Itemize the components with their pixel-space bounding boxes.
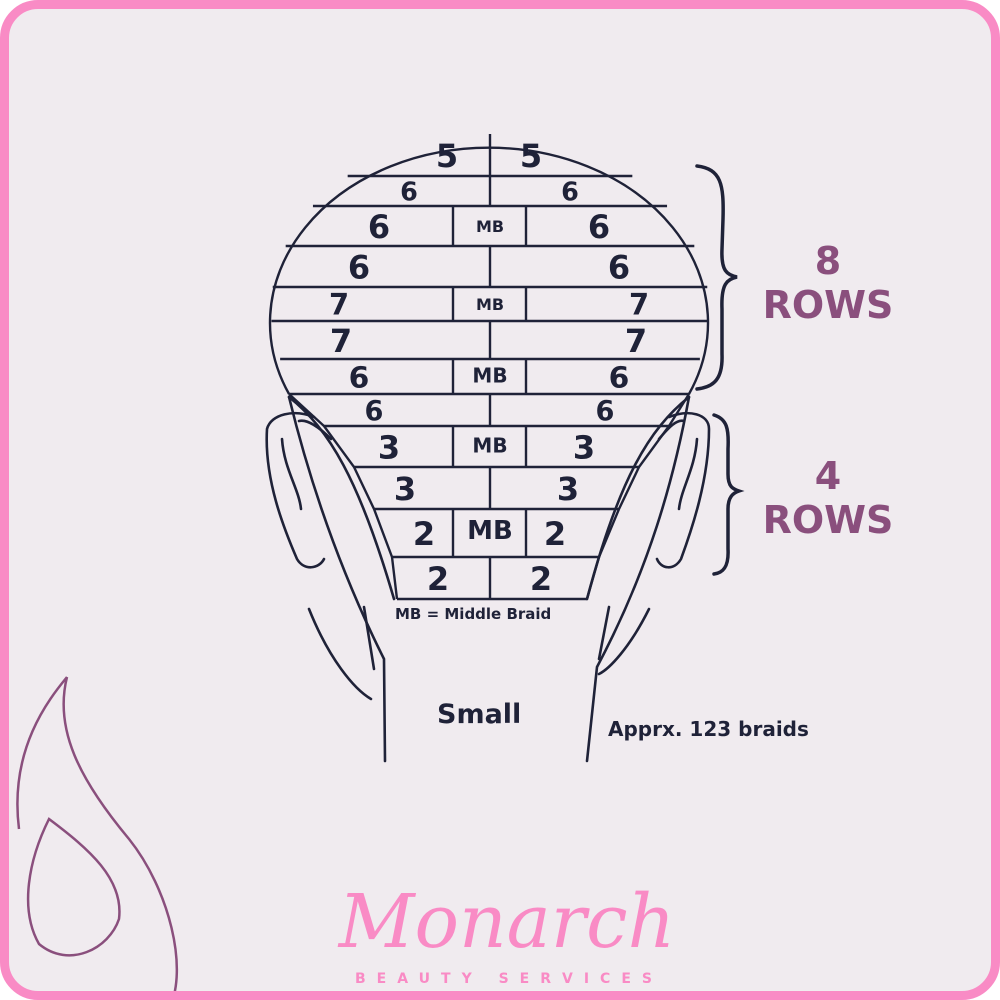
left-braid-count: 2: [427, 560, 449, 598]
right-braid-count: 6: [608, 248, 630, 286]
right-braid-count: 7: [625, 322, 647, 360]
middle-braid-label: MB: [472, 434, 507, 458]
left-ear: [265, 412, 326, 569]
left-braid-count: 6: [400, 177, 418, 207]
nape-outline: [288, 393, 691, 600]
group-top-word: ROWS: [762, 283, 894, 327]
middle-braid-label: MB: [476, 217, 504, 236]
braid-count-label: Apprx. 123 braids: [608, 717, 809, 741]
middle-braid-label: MB: [467, 516, 513, 546]
legend-text: MB = Middle Braid: [395, 605, 552, 623]
braid-grid: [268, 134, 710, 601]
middle-braid-label: MB: [472, 364, 507, 388]
right-ear: [655, 412, 711, 569]
right-braid-count: 6: [609, 361, 630, 396]
jaw-right: [597, 605, 651, 676]
left-braid-count: 3: [394, 470, 416, 508]
right-braid-count: 5: [520, 137, 542, 175]
right-braid-count: 2: [530, 560, 552, 598]
group-bottom-word: ROWS: [762, 498, 894, 542]
brace-top: [695, 164, 738, 391]
right-braid-count: 7: [629, 288, 649, 322]
neck-outline: [287, 395, 691, 763]
group-bottom-number: 4: [814, 454, 842, 498]
group-bottom-label: 4 ROWS: [743, 454, 913, 542]
brace-bottom: [712, 413, 745, 576]
right-braid-count: 6: [561, 177, 579, 207]
left-braid-count: 7: [330, 322, 352, 360]
brand-logo-wordmark: Monarch: [337, 879, 676, 965]
left-braid-count: 6: [349, 361, 370, 396]
right-braid-count: 3: [557, 470, 579, 508]
hairline-left: [287, 395, 396, 601]
left-braid-count: 2: [413, 515, 435, 553]
size-label: Small: [437, 699, 522, 730]
left-braid-count: 6: [348, 248, 370, 286]
brand-tagline: BEAUTY SERVICES: [355, 971, 663, 987]
jaw-left: [307, 605, 376, 701]
right-braid-count: 3: [573, 428, 595, 466]
left-braid-count: 6: [365, 396, 384, 427]
right-ear-inner: [657, 419, 699, 511]
left-braid-count: 6: [368, 208, 390, 246]
right-braid-count: 6: [588, 208, 610, 246]
group-top-number: 8: [814, 239, 842, 283]
hairline-right: [585, 395, 691, 601]
middle-braid-label: MB: [476, 295, 504, 314]
left-braid-count: 3: [378, 428, 400, 466]
left-braid-count: 5: [436, 137, 458, 175]
left-ear-inner: [280, 419, 333, 511]
left-braid-count: 7: [329, 288, 349, 322]
right-braid-count: 6: [596, 396, 615, 427]
group-top-label: 8 ROWS: [743, 239, 913, 327]
decorative-flame-outline: [16, 676, 179, 991]
right-braid-count: 2: [544, 515, 566, 553]
